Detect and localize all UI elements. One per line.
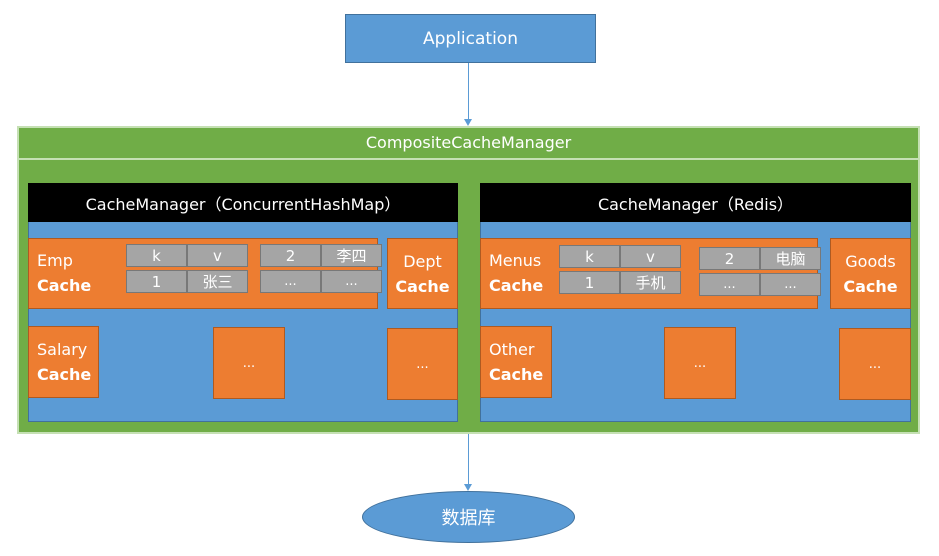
composite-title-text: CompositeCacheManager xyxy=(365,132,572,152)
cache-manager-title: CacheManager（ConcurrentHashMap） xyxy=(85,194,401,214)
cache-suffix: Cache xyxy=(395,276,450,296)
more-cache-1: ... xyxy=(664,327,736,399)
kv-row: 2 电脑 xyxy=(699,247,821,270)
menus-cache-label: Menus Cache xyxy=(489,248,543,298)
cache-suffix: Cache xyxy=(489,276,544,295)
kv-cell: 1 xyxy=(126,270,187,293)
application-label: Application xyxy=(423,28,518,49)
more-cache-2: ... xyxy=(387,328,458,400)
cache-name: Salary xyxy=(37,340,88,359)
kv-row: ... ... xyxy=(260,270,382,293)
cache-manager-title: CacheManager（Redis） xyxy=(597,194,794,214)
emp-cache-label: Emp Cache xyxy=(37,248,91,298)
kv-cell: 电脑 xyxy=(760,247,821,270)
cache-manager-header: CacheManager（Redis） xyxy=(480,183,911,222)
kv-cell: ... xyxy=(699,273,760,296)
arrow-head-composite-to-db xyxy=(464,484,472,491)
kv-cell: 2 xyxy=(699,247,760,270)
kv-row: 2 李四 xyxy=(260,244,382,267)
more-cache-label: ... xyxy=(416,356,429,372)
kv-cell: ... xyxy=(260,270,321,293)
kv-row: 1 手机 xyxy=(559,271,681,294)
cache-suffix: Cache xyxy=(37,276,92,295)
cache-suffix: Cache xyxy=(843,276,898,296)
cache-name: Other xyxy=(489,340,535,359)
arrow-head-app-to-composite xyxy=(464,119,472,126)
kv-cell: ... xyxy=(760,273,821,296)
kv-table-2: 2 李四 ... ... xyxy=(260,244,382,293)
kv-table-1: k v 1 张三 xyxy=(126,244,248,293)
cache-suffix: Cache xyxy=(37,365,92,384)
kv-table-1: k v 1 手机 xyxy=(559,245,681,294)
dept-cache: Dept Cache xyxy=(387,238,458,309)
composite-title: CompositeCacheManager xyxy=(17,126,920,160)
kv-cell: 张三 xyxy=(187,270,248,293)
cache-name: Goods xyxy=(845,251,896,271)
kv-cell: 手机 xyxy=(620,271,681,294)
more-cache-1: ... xyxy=(213,327,285,399)
kv-row: 1 张三 xyxy=(126,270,248,293)
goods-cache: Goods Cache xyxy=(830,238,911,309)
cache-name: Dept xyxy=(403,251,442,271)
kv-row: ... ... xyxy=(699,273,821,296)
kv-row: k v xyxy=(126,244,248,267)
emp-cache: Emp Cache k v 1 张三 2 李四 ... ... xyxy=(28,238,382,309)
menus-cache: Menus Cache k v 1 手机 2 电脑 ... ... xyxy=(480,238,821,309)
cache-name: Emp xyxy=(37,251,73,270)
kv-cell: 2 xyxy=(260,244,321,267)
application-node: Application xyxy=(345,14,596,63)
more-cache-label: ... xyxy=(693,355,707,371)
more-cache-label: ... xyxy=(242,355,256,371)
kv-cell: ... xyxy=(321,270,382,293)
arrow-composite-to-db xyxy=(468,434,469,485)
more-cache-2: ... xyxy=(839,328,911,400)
kv-cell: v xyxy=(620,245,681,268)
cache-name: Menus xyxy=(489,251,542,270)
arrow-app-to-composite xyxy=(468,63,469,120)
database-node: 数据库 xyxy=(362,491,575,543)
cache-suffix: Cache xyxy=(489,365,544,384)
kv-cell: k xyxy=(126,244,187,267)
kv-cell: k xyxy=(559,245,620,268)
more-cache-label: ... xyxy=(868,356,882,372)
kv-table-2: 2 电脑 ... ... xyxy=(699,247,821,296)
cache-manager-header: CacheManager（ConcurrentHashMap） xyxy=(28,183,458,222)
kv-row: k v xyxy=(559,245,681,268)
kv-cell: 李四 xyxy=(321,244,382,267)
kv-cell: 1 xyxy=(559,271,620,294)
kv-cell: v xyxy=(187,244,248,267)
database-label: 数据库 xyxy=(441,508,496,529)
salary-cache: Salary Cache xyxy=(28,326,99,398)
other-cache: Other Cache xyxy=(480,326,552,398)
